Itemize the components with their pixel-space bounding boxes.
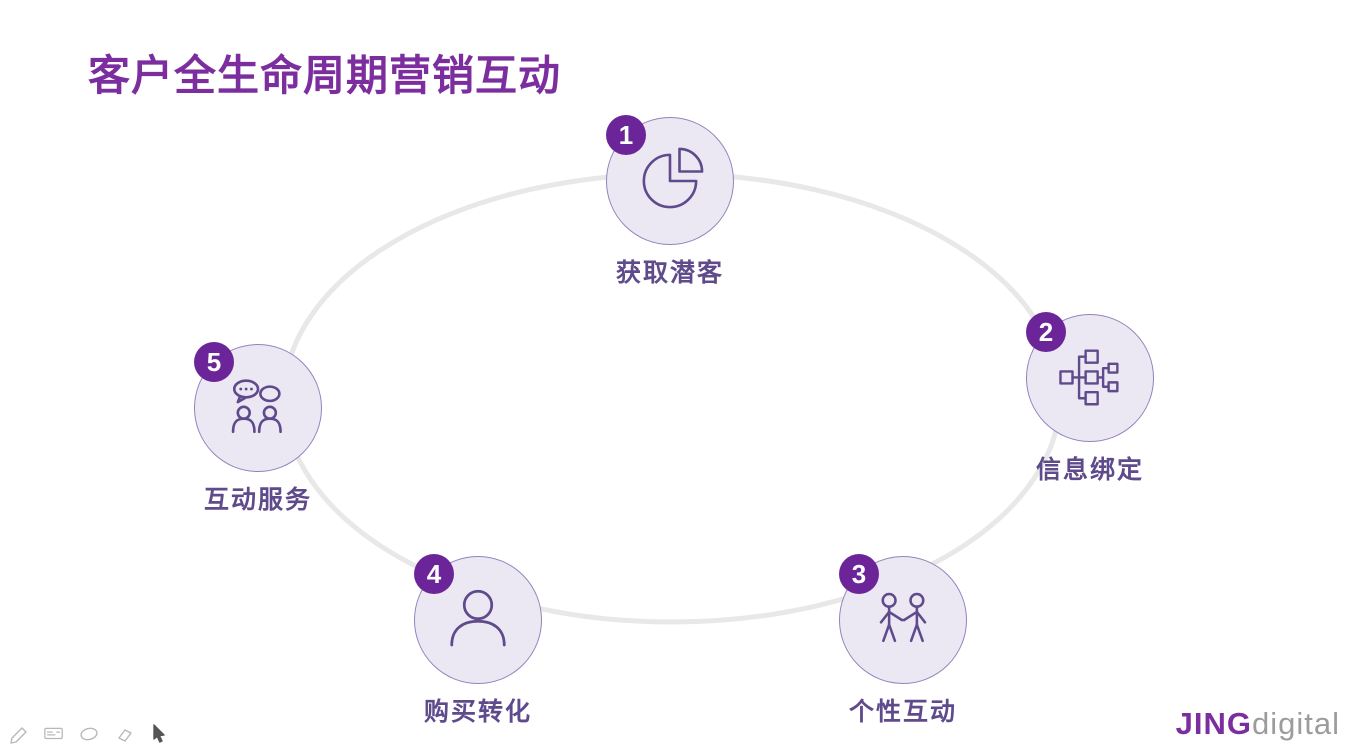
presenter-toolbar (8, 722, 170, 744)
eraser-tool-icon[interactable] (113, 722, 135, 744)
node-label: 购买转化 (423, 697, 533, 726)
slide-title: 客户全生命周期营销互动 (88, 52, 562, 99)
brand-logo-secondary: digital (1252, 706, 1340, 741)
node-label: 获取潜客 (615, 258, 725, 287)
cursor-icon[interactable] (148, 722, 170, 744)
brand-logo: JINGdigital (1176, 706, 1340, 742)
node-label: 个性互动 (848, 697, 958, 726)
cycle-node-3: 3 个性互动 (839, 554, 967, 756)
cycle-node-1: 1 获取潜客 (606, 115, 734, 317)
cycle-node-5: 5 互动服务 (194, 342, 322, 544)
node-circle (1026, 314, 1154, 442)
chat-people-icon (231, 379, 282, 434)
person-icon (450, 589, 506, 647)
org-chart-icon (1059, 349, 1119, 406)
step-number-badge: 5 (194, 342, 234, 382)
pie-chart-icon (642, 147, 704, 209)
laser-ellipse-icon[interactable] (78, 722, 100, 744)
brand-logo-primary: JING (1175, 706, 1252, 741)
step-number-badge: 4 (414, 554, 454, 594)
node-label: 互动服务 (203, 485, 313, 514)
step-number-badge: 2 (1026, 312, 1066, 352)
node-circle (414, 556, 542, 684)
cycle-node-4: 4 购买转化 (414, 554, 542, 756)
step-number-badge: 1 (606, 115, 646, 155)
pen-tool-icon[interactable] (8, 722, 30, 744)
node-label: 信息绑定 (1035, 455, 1145, 484)
handshake-people-icon (879, 592, 927, 643)
annotation-pad-icon[interactable] (43, 722, 65, 744)
step-number-badge: 3 (839, 554, 879, 594)
cycle-node-2: 2 信息绑定 (1026, 312, 1154, 514)
